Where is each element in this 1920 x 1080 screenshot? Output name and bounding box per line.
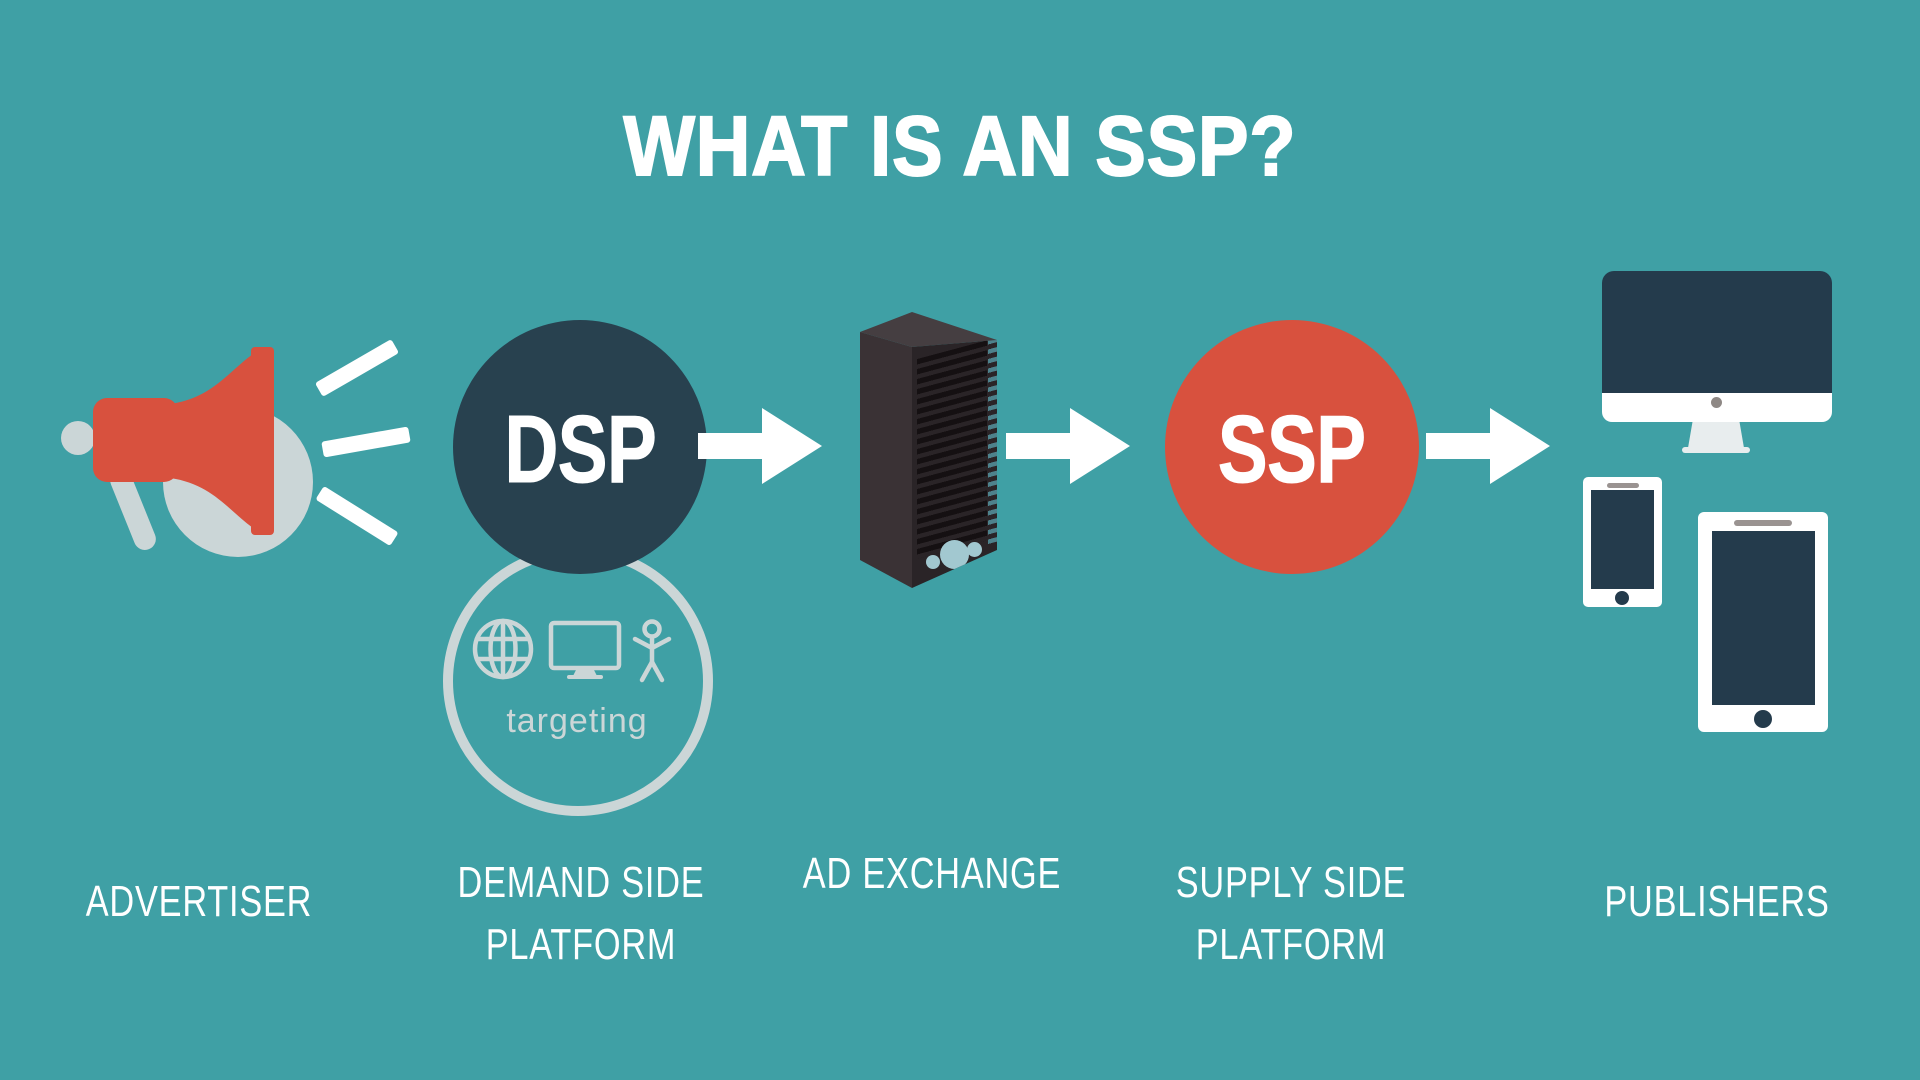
server-side-vents bbox=[988, 340, 997, 548]
server-front-face bbox=[912, 340, 997, 588]
person-icon bbox=[632, 619, 672, 683]
ssp-abbr: SSP bbox=[1218, 396, 1367, 503]
smartphone-home-button bbox=[1615, 591, 1629, 605]
desktop-base bbox=[1682, 447, 1750, 453]
publishers-label: PUBLISHERS bbox=[1604, 877, 1830, 926]
dsp-abbr: DSP bbox=[504, 396, 657, 503]
targeting-label: targeting bbox=[506, 702, 648, 740]
server-indicator-light bbox=[967, 542, 982, 557]
dsp-label-line2: PLATFORM bbox=[485, 920, 677, 969]
ssp-label: SUPPLY SIDE PLATFORM bbox=[1176, 852, 1406, 976]
flow-arrow-icon bbox=[1006, 408, 1130, 484]
desktop-screen bbox=[1602, 271, 1832, 393]
megaphone-rim bbox=[251, 347, 274, 535]
advertiser-label: ADVERTISER bbox=[85, 877, 313, 926]
monitor-icon bbox=[548, 620, 622, 679]
dsp-label-line1: DEMAND SIDE bbox=[457, 858, 705, 907]
targeting-ring bbox=[443, 546, 713, 816]
server-vent-slats bbox=[917, 340, 987, 559]
dsp-node: DSP bbox=[453, 320, 707, 574]
flow-arrow-icon bbox=[698, 408, 822, 484]
sound-wave-line bbox=[321, 426, 411, 458]
server-side-face bbox=[860, 332, 912, 588]
targeting-circle: targeting bbox=[437, 542, 717, 822]
ssp-node: SSP bbox=[1165, 320, 1419, 574]
server-indicator-light bbox=[926, 555, 940, 569]
tablet-screen bbox=[1712, 531, 1815, 705]
ssp-label-line2: PLATFORM bbox=[1195, 920, 1387, 969]
smartphone-screen bbox=[1591, 490, 1654, 589]
sound-wave-line bbox=[316, 487, 398, 545]
desktop-stand bbox=[1688, 422, 1744, 448]
megaphone-handle bbox=[110, 469, 156, 550]
tablet-home-button bbox=[1754, 710, 1772, 728]
server-indicator-light bbox=[940, 540, 969, 569]
smartphone-icon bbox=[1583, 477, 1662, 607]
tablet-icon bbox=[1698, 512, 1828, 732]
page-title: WHAT IS AN SSP? bbox=[623, 99, 1297, 193]
desktop-icon bbox=[1602, 271, 1832, 453]
megaphone-cone bbox=[170, 354, 253, 528]
globe-icon bbox=[472, 618, 534, 680]
dsp-label: DEMAND SIDE PLATFORM bbox=[458, 852, 705, 976]
targeting-ring-graphic bbox=[443, 546, 713, 816]
flow-arrow-icon bbox=[1426, 408, 1550, 484]
server-tower-icon bbox=[855, 303, 1005, 595]
ssp-label-line1: SUPPLY SIDE bbox=[1175, 858, 1407, 907]
tablet-speaker bbox=[1734, 520, 1792, 526]
desktop-camera-dot bbox=[1711, 397, 1722, 408]
megaphone-knob bbox=[61, 421, 95, 455]
smartphone-speaker bbox=[1607, 483, 1639, 488]
megaphone-body bbox=[93, 398, 178, 482]
ad-exchange-label: AD EXCHANGE bbox=[802, 849, 1062, 898]
megaphone-icon bbox=[61, 340, 411, 557]
sound-wave-line bbox=[315, 340, 399, 396]
